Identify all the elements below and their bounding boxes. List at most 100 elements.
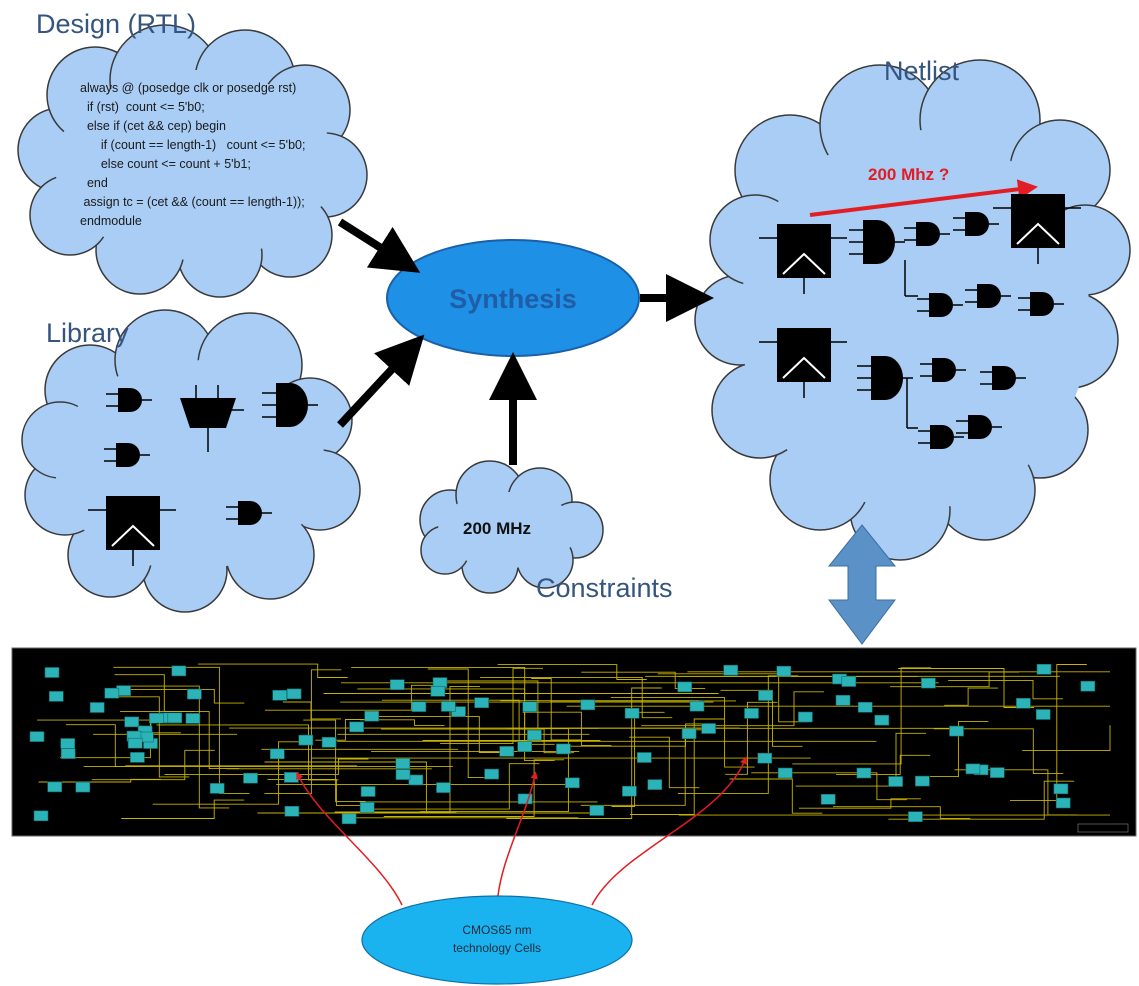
schematic-cell	[744, 708, 759, 719]
schematic-wire	[725, 701, 778, 775]
schematic-cell	[820, 793, 836, 805]
schematic-wire	[381, 699, 550, 742]
schematic-cell	[298, 734, 314, 746]
schematic-cell	[360, 786, 376, 797]
schematic-wire	[120, 711, 240, 770]
schematic-cell	[127, 737, 143, 749]
critical-path-arrow	[809, 179, 1038, 217]
rtl-code-line: if (rst) count <= 5'b0;	[80, 100, 205, 114]
netlist-title: Netlist	[884, 56, 960, 86]
schematic-cell	[269, 748, 285, 760]
rtl-code-line: assign tc = (cet && (count == length-1))…	[80, 195, 305, 209]
schematic-cell	[29, 731, 45, 742]
schematic-cell	[758, 690, 773, 701]
schematic-cell	[286, 688, 302, 700]
schematic-wire	[156, 724, 339, 781]
schematic-wire	[629, 736, 700, 789]
schematic-cell	[757, 752, 773, 764]
schematic-cell	[395, 758, 411, 769]
schematic-cell	[149, 712, 164, 724]
schematic-cell	[499, 746, 515, 757]
schematic-wire	[419, 727, 599, 813]
schematic-wire	[334, 685, 480, 813]
schematic-cell	[1036, 663, 1052, 675]
schematic-cell	[1035, 709, 1051, 720]
schematic-cell	[589, 805, 605, 816]
schematic-cell	[888, 776, 903, 787]
schematic-cell	[1016, 697, 1031, 709]
mux-icon	[180, 385, 244, 452]
technology-cells-node	[361, 895, 633, 985]
schematic-cell	[104, 687, 120, 699]
cells-label-line1: CMOS65 nm	[462, 923, 531, 937]
schematic-cell	[44, 667, 60, 678]
schematic-cell	[395, 769, 411, 780]
schematic-wire	[65, 724, 146, 768]
cell-pointer-curves	[296, 756, 748, 906]
schematic-wire	[383, 759, 565, 817]
rtl-code-line: always @ (posedge clk or posedge rst)	[80, 81, 296, 95]
schematic-cell	[430, 685, 446, 697]
schematic-cell	[856, 767, 872, 779]
constraint-value: 200 MHz	[463, 519, 531, 538]
schematic-cell	[681, 728, 697, 740]
schematic-wire	[522, 711, 612, 746]
schematic-wire	[440, 667, 543, 745]
schematic-wire	[121, 799, 245, 819]
schematic-wire	[944, 687, 999, 706]
schematic-wire	[580, 729, 716, 806]
rtl-code-line: else count <= count + 5'b1;	[80, 157, 251, 171]
design-rtl-cloud	[17, 24, 368, 298]
schematic-wire	[657, 673, 809, 723]
schematic-wire	[497, 664, 647, 680]
schematic-cell	[441, 701, 456, 712]
library-cloud	[21, 309, 361, 613]
schematic-cell	[484, 768, 499, 780]
schematic-cell	[341, 813, 357, 825]
schematic-wire	[1010, 664, 1087, 801]
schematic-wire	[441, 680, 568, 730]
schematic-cell	[48, 691, 64, 702]
schematic-wire	[729, 778, 823, 814]
schematic-cell	[874, 714, 890, 726]
schematic-cell	[349, 721, 364, 733]
schematic-cell	[723, 664, 739, 676]
schematic-cell	[272, 689, 288, 701]
schematic-cell	[436, 782, 451, 793]
schematic-wire	[118, 685, 230, 809]
schematic-cell	[124, 716, 139, 728]
schematic-cell	[965, 763, 981, 775]
schematic-wire	[303, 719, 366, 802]
schematic-cell	[60, 738, 75, 749]
rtl-code-line: endmodule	[80, 214, 142, 228]
schematic-cell	[580, 699, 596, 711]
schematic-wire	[930, 721, 989, 778]
schematic-wire	[888, 780, 1075, 820]
schematic-wire	[360, 719, 445, 726]
schematic-cell	[701, 723, 716, 734]
design-title: Design (RTL)	[36, 9, 196, 39]
flow-arrows	[337, 218, 714, 465]
schematic-panel	[11, 647, 1137, 837]
schematic-cell	[915, 775, 930, 787]
library-to-synthesis-arrow	[337, 334, 425, 428]
constraints-cloud	[419, 460, 604, 594]
schematic-cell	[921, 677, 936, 689]
schematic-cell	[171, 665, 187, 677]
schematic-wire	[833, 806, 971, 819]
schematic-cell	[411, 701, 427, 712]
schematic-cell	[622, 785, 637, 797]
rtl-to-synthesis-arrow	[337, 218, 421, 273]
rtl-code-block: always @ (posedge clk or posedge rst) if…	[80, 81, 305, 228]
schematic-wire	[113, 666, 250, 795]
schematic-wire	[798, 798, 921, 809]
schematic-cell	[908, 811, 923, 823]
library-title: Library	[46, 318, 129, 348]
rtl-code-line: end	[80, 176, 108, 190]
equivalence-double-arrow	[827, 524, 897, 645]
cells-label-line2: technology Cells	[453, 941, 541, 955]
schematic-cell	[777, 767, 793, 779]
schematic-cell	[776, 665, 792, 677]
schematic-wire	[506, 687, 662, 819]
